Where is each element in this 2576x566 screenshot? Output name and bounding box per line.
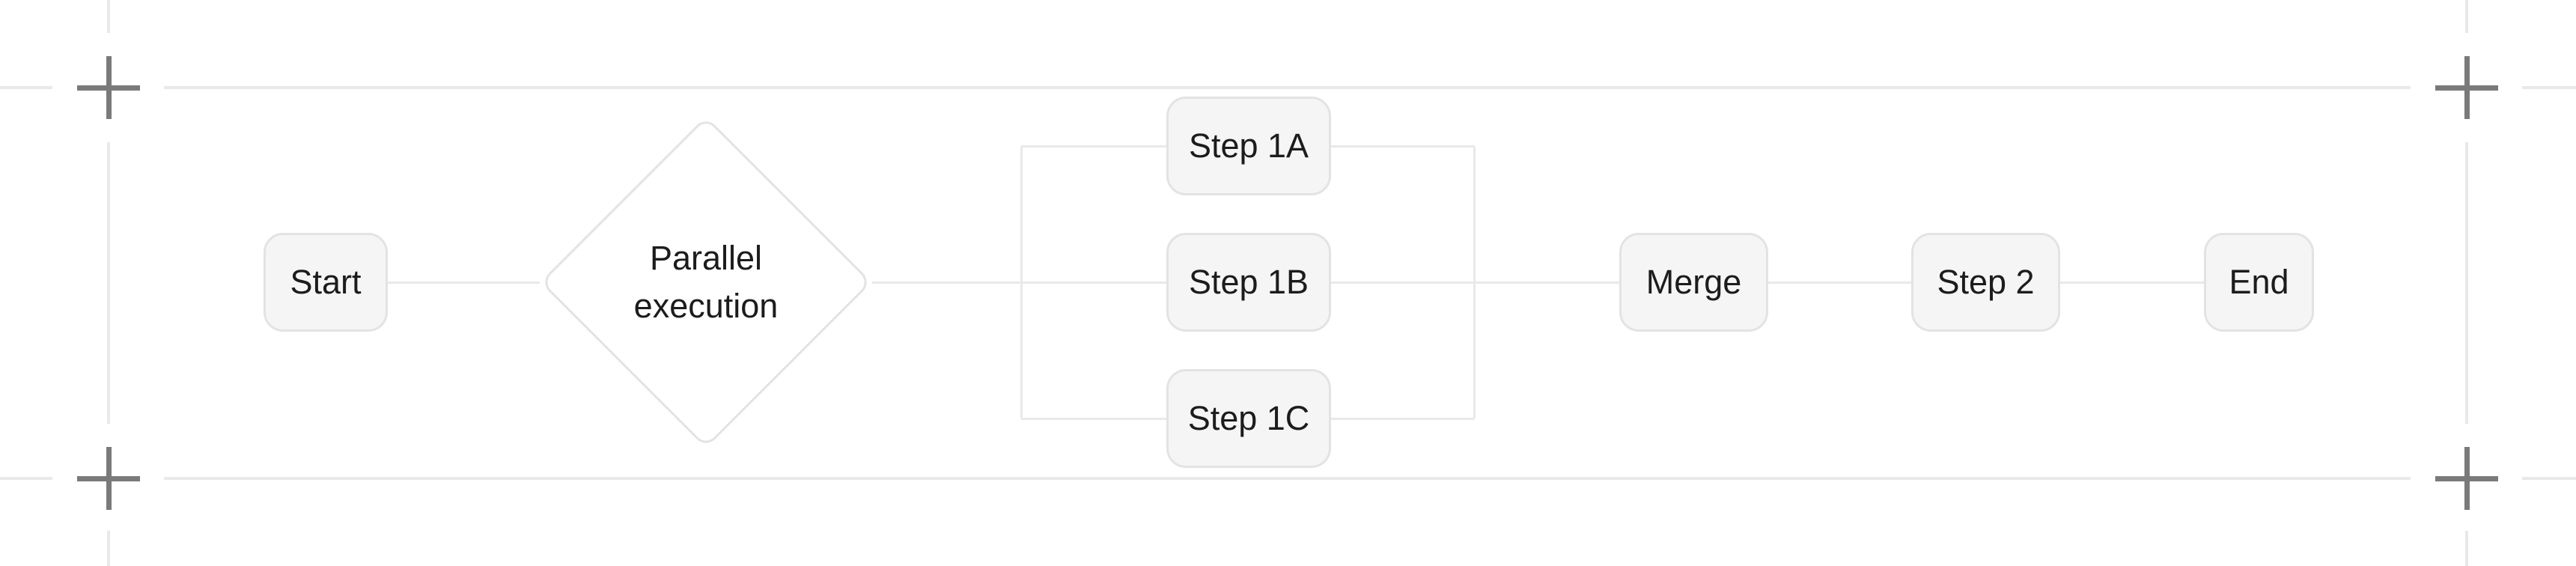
crosshair-vertical-arm [106,56,112,119]
flow-edge [1021,144,1166,147]
node-label: Step 1C [1187,399,1310,437]
crop-guide-line [164,86,2411,89]
crosshair-vertical-arm [106,447,112,510]
crop-guide-line [164,477,2411,480]
crop-guide-line [0,477,52,480]
crop-guide-line [2465,142,2468,424]
crop-mark-crosshair [2435,56,2498,119]
flow-node-merge[interactable]: Merge [1619,233,1768,332]
flow-node-step-1a[interactable]: Step 1A [1166,97,1331,195]
flow-edge [1768,281,1911,284]
node-label: Start [290,263,362,301]
flow-edge [872,281,1166,284]
node-label: Step 1B [1188,263,1309,301]
flow-edge [1020,146,1023,419]
flow-node-start[interactable]: Start [264,233,388,332]
crop-guide-line [2522,86,2576,89]
node-label: End [2229,263,2289,301]
crop-guide-line [2522,477,2576,480]
flow-edge [1331,281,1619,284]
flow-node-step-2[interactable]: Step 2 [1911,233,2060,332]
crosshair-vertical-arm [2464,447,2470,510]
crosshair-vertical-arm [2464,56,2470,119]
flow-edge [1331,417,1474,420]
flow-node-step-1b[interactable]: Step 1B [1166,233,1331,332]
flow-edge [2060,281,2204,284]
node-label: Step 2 [1937,263,2035,301]
node-label-line: execution [633,287,779,325]
crop-mark-crosshair [77,447,140,510]
crop-guide-line [2465,531,2468,566]
crop-guide-line [107,142,110,424]
crop-guide-line [2465,0,2468,33]
crop-mark-crosshair [2435,447,2498,510]
flow-edge [388,281,540,284]
flow-edge [1331,144,1474,147]
node-label: Merge [1645,263,1742,301]
crop-guide-line [0,86,52,89]
node-label: Step 1A [1188,127,1309,165]
node-label: Parallel execution [634,234,779,330]
flow-node-parallel-execution[interactable]: Parallel execution [538,115,874,450]
flow-node-end[interactable]: End [2204,233,2314,332]
node-label-line: Parallel [649,239,763,277]
flow-node-step-1c[interactable]: Step 1C [1166,369,1331,468]
flow-edge [1021,417,1166,420]
crop-guide-line [107,0,110,33]
crop-mark-crosshair [77,56,140,119]
crop-guide-line [107,531,110,566]
